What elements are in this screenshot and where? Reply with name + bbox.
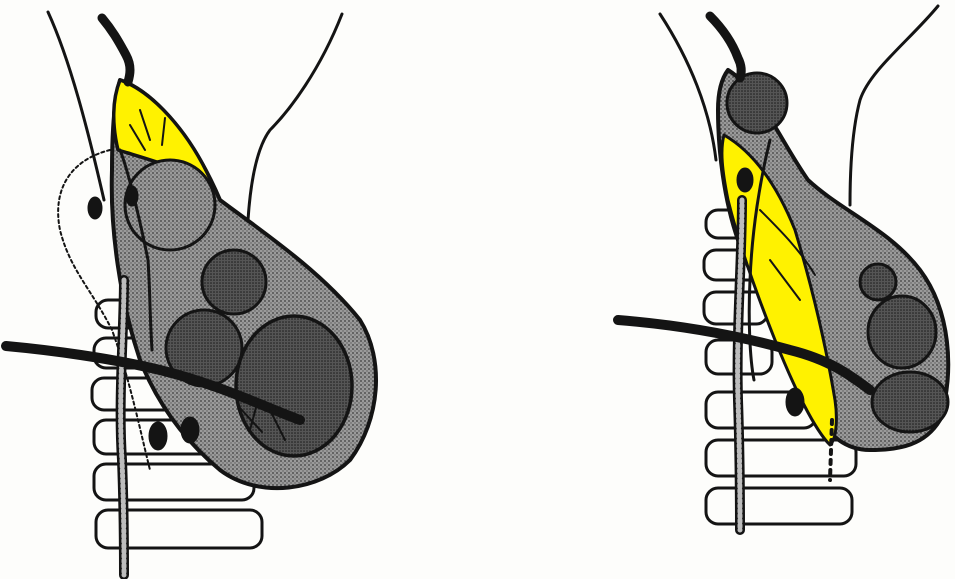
right-nodule-mid (868, 296, 936, 368)
right-outer-line-right (850, 6, 938, 205)
left-small-body-3 (149, 422, 167, 450)
right-rib-6 (706, 440, 856, 476)
left-small-body-4 (181, 417, 199, 443)
right-nodule-top (727, 73, 787, 133)
left-nodule-mid (202, 250, 266, 314)
left-outer-line-right (248, 14, 342, 220)
left-nodule-upper (125, 160, 215, 250)
left-nodule-large (236, 316, 352, 456)
right-outer-line-left (660, 14, 716, 160)
left-small-body-1 (88, 197, 102, 219)
left-outer-line-left (48, 12, 104, 200)
right-upper-vessel (710, 16, 741, 78)
right-figure (618, 6, 948, 530)
right-nodule-small (860, 264, 896, 300)
right-small-body-2 (786, 388, 804, 416)
right-nodule-lower (872, 372, 948, 432)
right-small-body-1 (737, 168, 753, 192)
left-upper-vessel (102, 18, 130, 82)
right-dotted-line (830, 420, 832, 480)
right-rib-7 (706, 488, 852, 524)
left-figure (6, 12, 376, 575)
